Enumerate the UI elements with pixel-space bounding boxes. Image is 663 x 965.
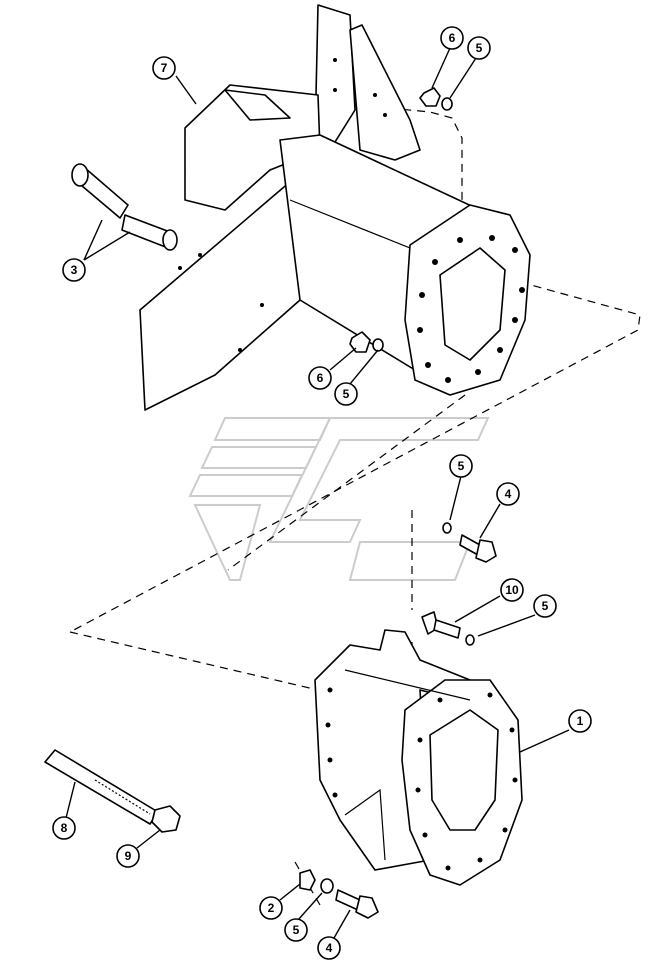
callout-5: 5 [284, 918, 308, 942]
callout-6: 6 [308, 366, 332, 390]
lower-nut-washer-bolt [299, 869, 379, 919]
callout-5: 5 [467, 36, 491, 60]
callout-9: 9 [116, 844, 140, 868]
callout-8: 8 [52, 816, 76, 840]
callout-5: 5 [449, 454, 473, 478]
callout-3: 3 [62, 258, 86, 282]
watermark-logo [188, 417, 490, 581]
callout-5: 5 [334, 382, 358, 406]
svg-text:5: 5 [476, 41, 483, 55]
callout-1: 1 [568, 709, 592, 733]
assembly-guide-lines [69, 91, 641, 906]
svg-text:8: 8 [61, 821, 68, 835]
svg-text:10: 10 [505, 583, 519, 597]
middle-bolt-washer [442, 522, 497, 563]
callout-4: 4 [317, 936, 341, 960]
rod-nut [151, 805, 181, 833]
svg-text:4: 4 [505, 487, 512, 501]
callout-4: 4 [496, 482, 520, 506]
svg-text:5: 5 [293, 923, 300, 937]
callout-6: 6 [440, 26, 464, 50]
svg-text:3: 3 [71, 263, 78, 277]
callout-2: 2 [259, 896, 283, 920]
svg-text:1: 1 [577, 714, 584, 728]
svg-text:5: 5 [542, 599, 549, 613]
upper-frame-assembly [139, 4, 531, 411]
svg-text:7: 7 [161, 61, 168, 75]
callout-10: 10 [500, 578, 524, 602]
svg-text:5: 5 [458, 459, 465, 473]
upper-nut-washer [419, 87, 453, 111]
threaded-rod [44, 749, 159, 825]
svg-text:5: 5 [343, 387, 350, 401]
splined-shafts [71, 163, 178, 251]
lower-housing [314, 629, 523, 886]
lower-nut-washer [349, 331, 384, 353]
svg-text:2: 2 [268, 901, 275, 915]
callout-5: 5 [533, 594, 557, 618]
bolt-10-washer [421, 611, 475, 646]
callout-7: 7 [152, 56, 176, 80]
svg-text:6: 6 [317, 371, 324, 385]
svg-text:9: 9 [125, 849, 132, 863]
svg-text:6: 6 [449, 31, 456, 45]
leader-lines [65, 47, 570, 939]
svg-text:4: 4 [326, 941, 333, 955]
